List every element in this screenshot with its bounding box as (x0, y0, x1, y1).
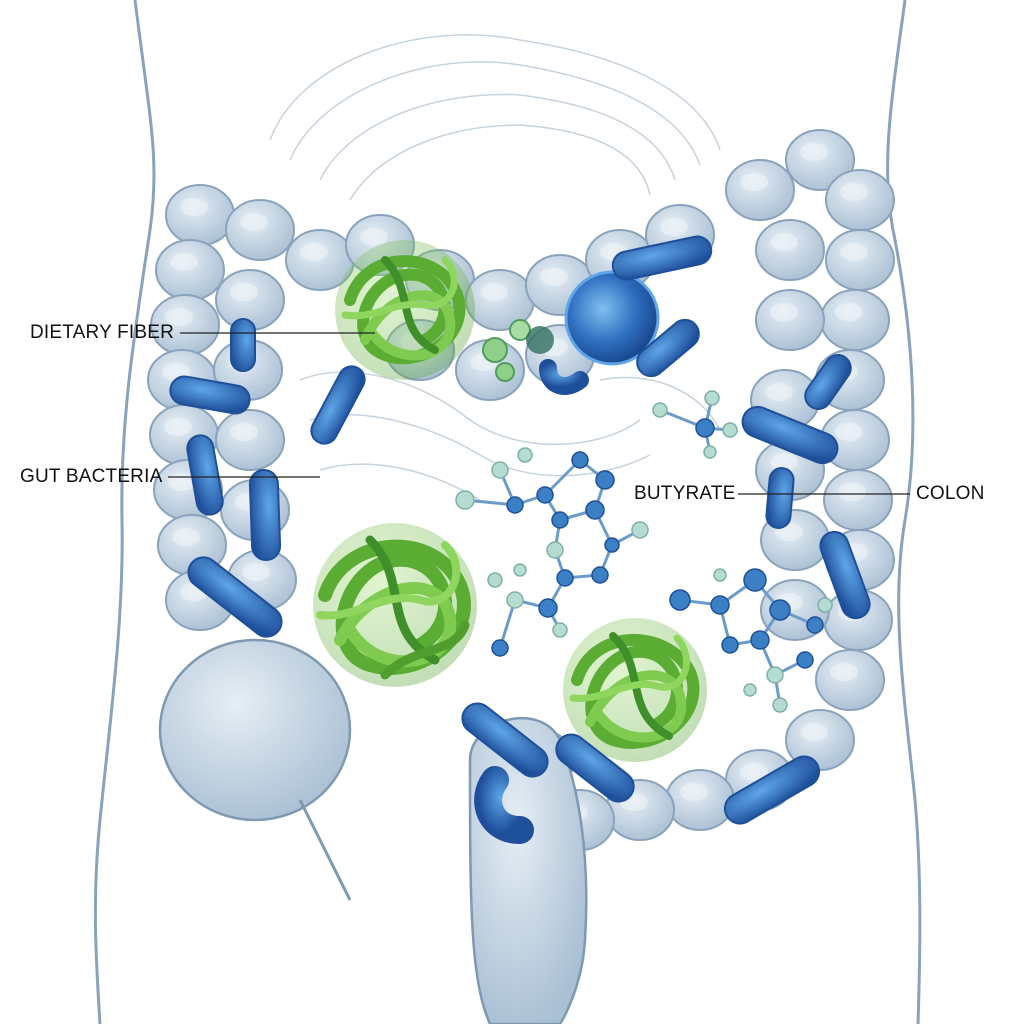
rod-bacterium-icon (248, 469, 282, 561)
rod-bacterium-icon (611, 235, 713, 281)
curved-bacterium-icon (539, 359, 589, 395)
tangled-fiber-icon (335, 240, 475, 380)
label-dietary-fiber: DIETARY FIBER (30, 322, 175, 343)
rod-bacterium-icon (169, 375, 251, 415)
colon (147, 129, 895, 1026)
rod-bacterium-icon (230, 318, 256, 372)
rod-bacterium-icon (555, 733, 635, 803)
fiber-particles (482, 319, 554, 382)
curved-bacterium-icon (474, 766, 534, 844)
label-butyrate: BUTYRATE (634, 483, 736, 504)
bacteria (169, 235, 871, 844)
body-outline (93, 0, 922, 1025)
fiber-clusters (313, 240, 707, 762)
rod-bacterium-icon (765, 467, 795, 529)
rod-bacterium-icon (461, 702, 549, 778)
butyrate-molecules (455, 390, 833, 713)
tangled-fiber-icon (563, 618, 707, 762)
rod-bacterium-icon (741, 405, 839, 465)
rod-bacterium-icon (187, 556, 283, 638)
leader-lines (168, 332, 910, 495)
rod-bacterium-icon (636, 318, 700, 378)
label-colon: COLON (916, 483, 985, 504)
cecum (158, 638, 352, 822)
rod-bacterium-icon (723, 755, 821, 825)
label-gut-bacteria: GUT BACTERIA (20, 466, 163, 487)
bacterium-colony-icon (564, 270, 660, 366)
rod-bacterium-icon (804, 354, 852, 410)
tangled-fiber-icon (313, 523, 477, 687)
rod-bacterium-icon (819, 530, 871, 620)
rod-bacterium-icon (310, 365, 366, 445)
